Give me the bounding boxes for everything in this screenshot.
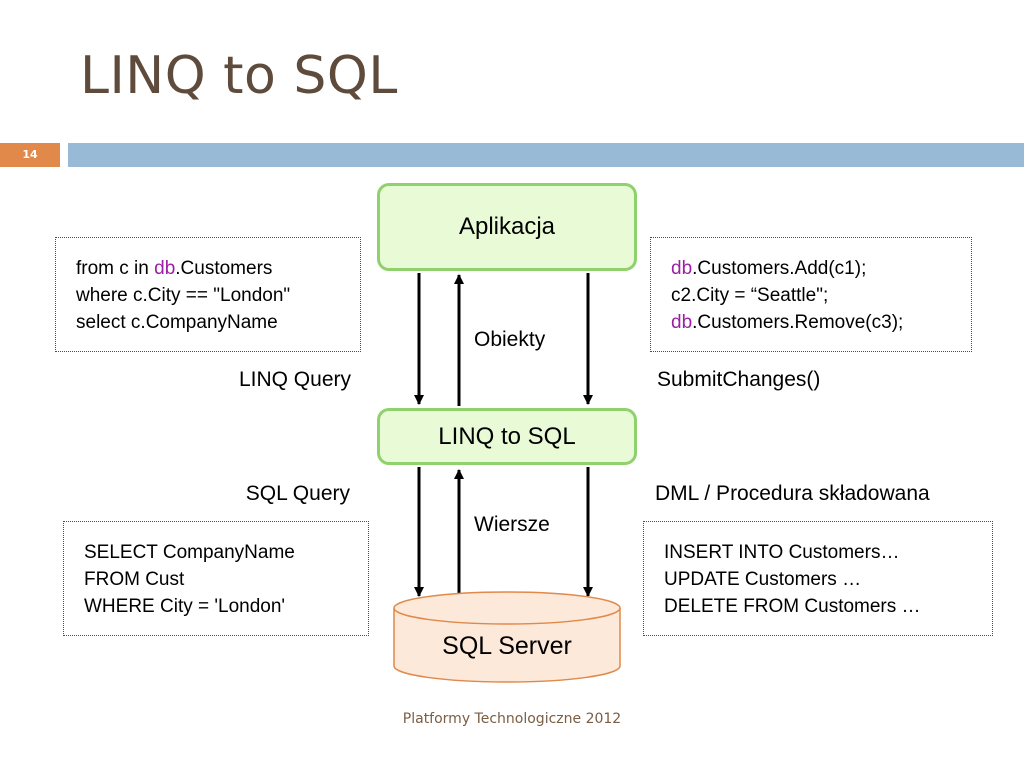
code-line: WHERE City = 'London' <box>84 596 286 617</box>
label-sql-query: SQL Query <box>245 482 350 505</box>
slide-title: LINQ to SQL <box>80 46 398 106</box>
code-keyword: db <box>154 258 176 279</box>
code-line: FROM Cust <box>84 569 185 590</box>
code-line: SELECT CompanyName <box>84 542 295 563</box>
code-line: INSERT INTO Customers… <box>664 542 900 563</box>
code-line: UPDATE Customers … <box>664 569 862 590</box>
code-keyword: db <box>671 258 693 279</box>
node-sql-server-label: SQL Server <box>442 632 572 660</box>
node-application-label: Aplikacja <box>458 213 556 240</box>
slide-footer: Platformy Technologiczne 2012 <box>402 711 622 727</box>
title-underline-bar <box>68 143 1024 167</box>
code-text: .Customers <box>175 258 273 279</box>
code-line: c2.City = “Seattle"; <box>671 282 971 309</box>
label-rows: Wiersze <box>474 513 550 536</box>
code-line: DELETE FROM Customers … <box>664 596 921 617</box>
database-cylinder-icon <box>393 591 621 683</box>
code-keyword: db <box>671 312 693 333</box>
code-line: from c in db.Customers <box>76 255 360 282</box>
code-line: db.Customers.Remove(c3); <box>671 309 971 336</box>
code-text: select c.CompanyName <box>76 312 278 333</box>
label-dml-procedure: DML / Procedura składowana <box>655 482 930 505</box>
code-line: db.Customers.Add(c1); <box>671 255 971 282</box>
code-text: where c.City == "London" <box>76 285 291 306</box>
label-linq-query: LINQ Query <box>238 368 351 391</box>
node-application: Aplikacja <box>377 183 637 271</box>
code-line: select c.CompanyName <box>76 309 360 336</box>
code-text: c2.City = “Seattle"; <box>671 285 829 306</box>
code-text: .Customers.Remove(c3); <box>692 312 904 333</box>
dml-code-box: INSERT INTO Customers… UPDATE Customers … <box>643 521 993 636</box>
code-text: .Customers.Add(c1); <box>692 258 867 279</box>
node-linq-to-sql-label: LINQ to SQL <box>438 422 576 450</box>
page-number: 14 <box>0 143 60 167</box>
submit-changes-code-box: db.Customers.Add(c1); c2.City = “Seattle… <box>650 237 972 352</box>
label-submit-changes: SubmitChanges() <box>657 368 821 391</box>
label-objects: Obiekty <box>474 328 546 351</box>
node-linq-to-sql: LINQ to SQL <box>377 408 637 465</box>
linq-query-code-box: from c in db.Customers where c.City == "… <box>55 237 361 352</box>
code-text: from c in <box>76 258 155 279</box>
code-line: where c.City == "London" <box>76 282 360 309</box>
sql-query-code-box: SELECT CompanyName FROM Cust WHERE City … <box>63 521 369 636</box>
